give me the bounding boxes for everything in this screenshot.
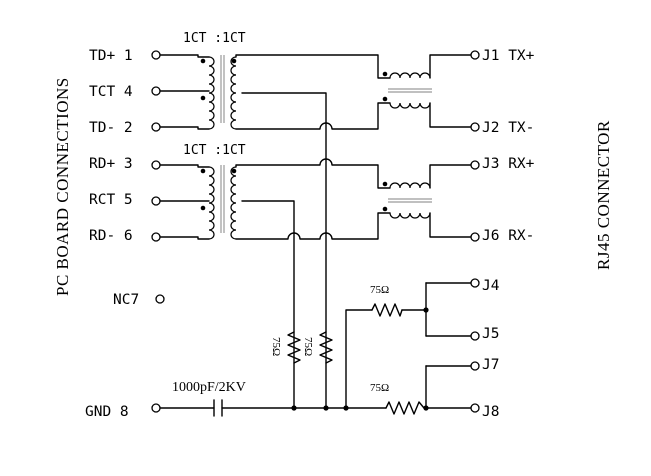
terminal-j4 xyxy=(470,278,480,288)
terminal-td-minus xyxy=(151,122,161,132)
transformer-1-primary-coil xyxy=(208,56,215,130)
terminal-rct xyxy=(151,196,161,206)
pin-label-gnd: GND 8 xyxy=(85,404,129,420)
pin-label-rct: RCT 5 xyxy=(89,192,133,208)
common-mode-choke-rx xyxy=(382,181,432,219)
resistor-value-2: 75Ω xyxy=(370,382,389,394)
common-mode-choke-tx xyxy=(382,71,432,109)
terminal-j2 xyxy=(470,122,480,132)
terminal-j3 xyxy=(470,160,480,170)
pin-label-j1: J1 TX+ xyxy=(482,48,535,64)
terminal-tct xyxy=(151,86,161,96)
transformer-2 xyxy=(200,165,237,240)
terminal-nc7 xyxy=(155,294,165,304)
pin-label-j6: J6 RX- xyxy=(482,228,534,244)
terminal-rd-minus xyxy=(151,232,161,242)
pin-label-nc7: NC7 xyxy=(113,292,139,308)
transformer-1-secondary-coil xyxy=(230,56,237,130)
rj45-connector-label: RJ45 CONNECTOR xyxy=(594,120,613,270)
terminal-td-plus xyxy=(151,50,161,60)
terminal-gnd xyxy=(151,403,161,413)
terminal-j5 xyxy=(470,331,480,341)
pin-label-j2: J2 TX- xyxy=(482,120,534,136)
resistor-horizontal-lower xyxy=(385,401,425,415)
pin-label-tct: TCT 4 xyxy=(89,84,133,100)
resistor-value-4: 75Ω xyxy=(302,337,314,356)
right-pin-terminals xyxy=(470,50,480,413)
pin-label-j3: J3 RX+ xyxy=(482,156,535,172)
junctions xyxy=(291,307,429,411)
resistor-horizontal-upper xyxy=(371,303,403,317)
pin-label-j4: J4 xyxy=(482,278,500,294)
terminal-j1 xyxy=(470,50,480,60)
terminal-j7 xyxy=(470,361,480,371)
pin-label-td-minus: TD- 2 xyxy=(89,120,133,136)
terminal-j6 xyxy=(470,232,480,242)
pc-board-connections-label: PC BOARD CONNECTIONS xyxy=(53,77,72,296)
pin-label-rd-plus: RD+ 3 xyxy=(89,156,133,172)
resistor-value-1: 75Ω xyxy=(370,284,389,296)
pin-label-j7: J7 xyxy=(482,357,499,373)
wires xyxy=(159,54,472,417)
transformer-2-secondary-coil xyxy=(230,166,237,240)
left-pin-terminals xyxy=(151,50,165,413)
resistor-value-3: 75Ω xyxy=(270,337,282,356)
pin-label-j8: J8 xyxy=(482,404,499,420)
pin-label-td-plus: TD+ 1 xyxy=(89,48,133,64)
capacitor-value: 1000pF/2KV xyxy=(172,380,246,395)
terminal-rd-plus xyxy=(151,160,161,170)
resistor-vertical-left xyxy=(287,331,301,364)
transformer-2-primary-coil xyxy=(208,166,215,240)
resistor-vertical-right xyxy=(319,331,333,364)
terminal-j8 xyxy=(470,403,480,413)
pin-label-rd-minus: RD- 6 xyxy=(89,228,133,244)
transformer-1-ratio: 1CT :1CT xyxy=(183,31,246,46)
transformer-2-ratio: 1CT :1CT xyxy=(183,143,246,158)
transformer-1 xyxy=(200,55,237,130)
pin-label-j5: J5 xyxy=(482,326,499,342)
